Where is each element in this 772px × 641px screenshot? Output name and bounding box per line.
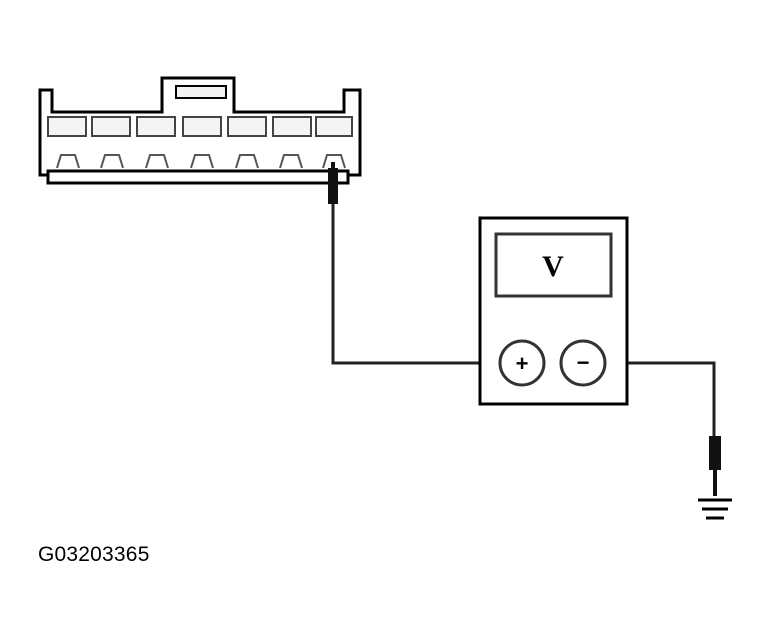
meter-display-text: V xyxy=(542,250,564,283)
negative-terminal xyxy=(559,339,607,387)
connector-upper-cavities xyxy=(47,116,353,137)
meter-display xyxy=(494,232,613,298)
positive-terminal xyxy=(498,339,546,387)
wire-positive xyxy=(331,204,500,365)
positive-terminal-symbol: + xyxy=(516,351,529,376)
wire-negative xyxy=(602,361,716,436)
figure-id: G03203365 xyxy=(38,543,150,566)
voltmeter: V + − xyxy=(478,216,629,406)
connector-lower-terminals xyxy=(56,154,346,169)
probe-ground xyxy=(709,436,721,496)
ground-icon xyxy=(698,498,732,520)
negative-terminal-symbol: − xyxy=(577,350,590,375)
probe-connector xyxy=(328,162,338,204)
